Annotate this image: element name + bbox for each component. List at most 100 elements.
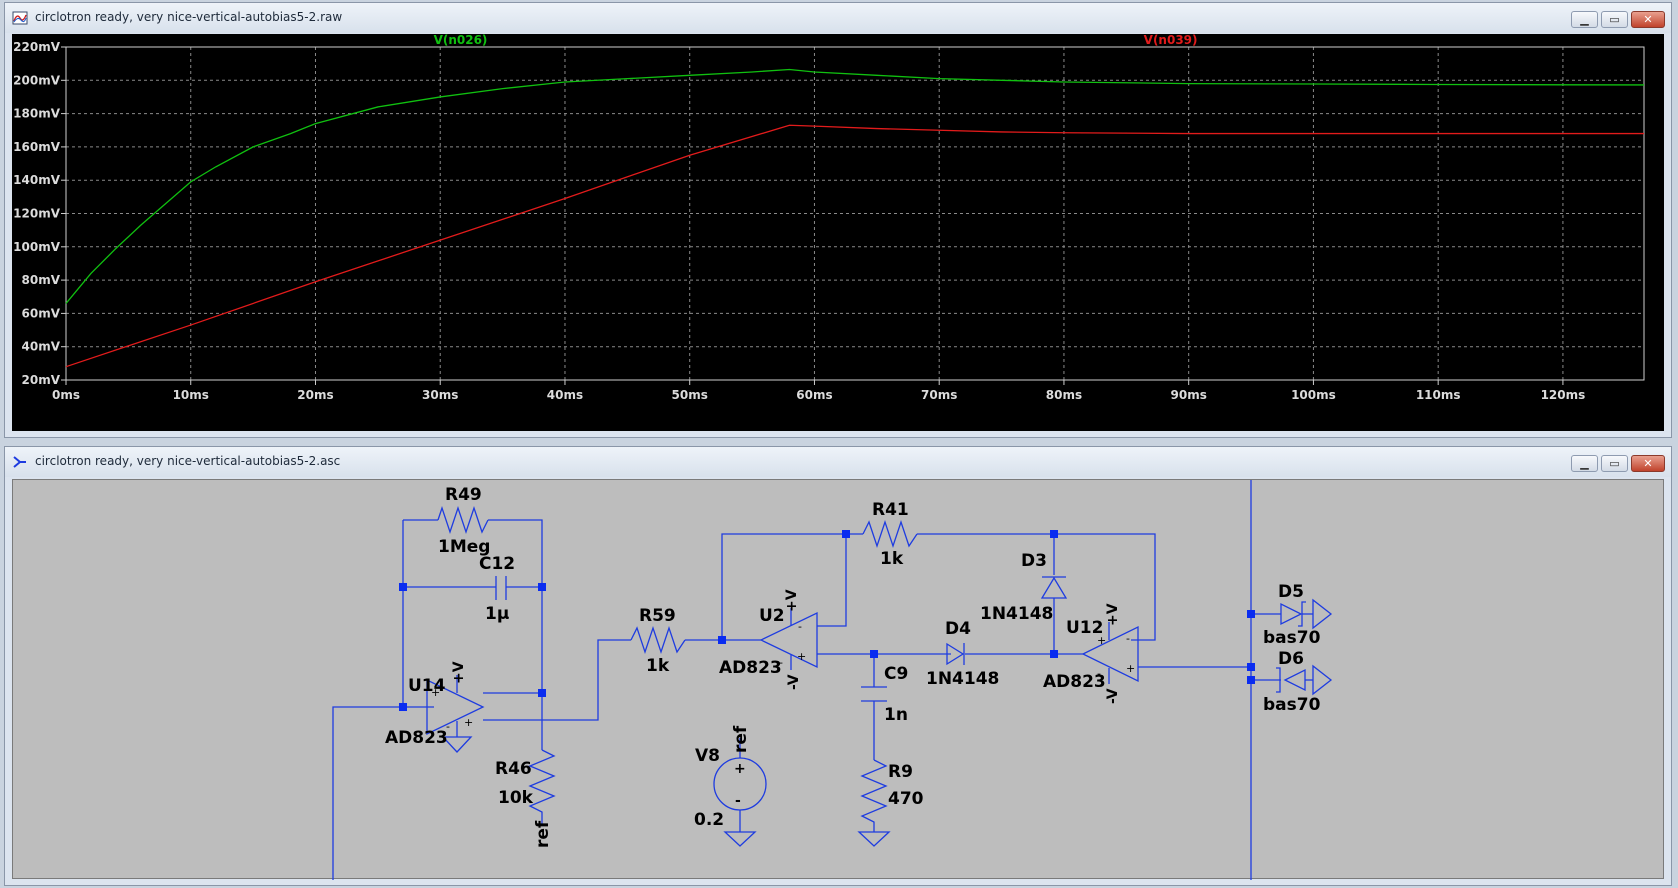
R41-value: 1k [880,549,904,569]
junction [842,530,850,538]
svg-text:+V: +V [1105,603,1121,626]
wire[interactable] [483,639,631,721]
svg-text:-: - [1126,632,1130,645]
diode-D3[interactable]: D3 1N4148 [980,551,1068,624]
close-button[interactable]: ✕ [1631,455,1665,472]
wire[interactable] [488,519,543,693]
waveform-titlebar[interactable]: circlotron ready, very nice-vertical-aut… [5,3,1671,33]
svg-text:-: - [735,793,741,809]
maximize-button[interactable]: ▭ [1601,11,1628,28]
D5-model: bas70 [1263,628,1321,648]
svg-text:-: - [779,656,783,669]
junction [538,689,546,697]
diode-D5[interactable]: D5 bas70 [1263,582,1333,648]
R9-value: 470 [888,789,924,809]
R46-value: 10k [498,788,534,808]
schematic-titlebar[interactable]: circlotron ready, very nice-vertical-aut… [5,447,1671,477]
schematic-drawing[interactable]: R49 1Meg C12 1µ + + - +V U14 AD823 [13,480,1665,880]
resistor-R46[interactable]: R46 10k ref [495,749,556,848]
opamp-U14[interactable]: + + - +V U14 AD823 [385,661,485,753]
y-tick-label: 180mV [13,107,61,121]
D6-label: D6 [1278,649,1304,669]
close-icon: ✕ [1643,13,1653,26]
resistor-R41[interactable]: R41 1k [862,500,918,569]
R41-label: R41 [872,500,909,520]
x-tick-label: 20ms [297,388,333,402]
svg-text:+: + [797,650,806,663]
R49-value: 1Meg [438,537,490,557]
D3-model: 1N4148 [980,604,1053,624]
svg-text:+V: +V [451,661,467,684]
x-tick-label: 40ms [547,388,583,402]
U14-model: AD823 [385,728,448,748]
minimize-button[interactable]: ▁ [1571,455,1598,472]
junction [1247,610,1255,618]
U2-model: AD823 [719,658,782,678]
C9-value: 1n [884,705,908,725]
minimize-icon: ▁ [1580,13,1589,26]
maximize-icon: ▭ [1609,457,1620,470]
junction [399,703,407,711]
wire[interactable] [817,534,847,627]
D4-model: 1N4148 [926,669,999,689]
wire[interactable] [721,533,863,640]
voltage-source-V8[interactable]: + - V8 0.2 ref [694,725,767,847]
wire[interactable] [483,692,543,750]
diode-D4[interactable]: D4 1N4148 [926,619,999,689]
maximize-button[interactable]: ▭ [1601,455,1628,472]
resistor-R59[interactable]: R59 1k [630,606,686,676]
junction [538,583,546,591]
junction [1050,530,1058,538]
minimize-icon: ▁ [1580,457,1589,470]
svg-text:-V: -V [1105,688,1121,704]
U14-label: U14 [408,676,446,696]
junctions [399,530,1255,711]
y-tick-label: 220mV [13,40,61,54]
R46-label: R46 [495,759,532,779]
V8-net-label: ref [731,725,751,753]
svg-text:-: - [446,720,450,733]
D5-label: D5 [1278,582,1304,602]
schematic-canvas[interactable]: R49 1Meg C12 1µ + + - +V U14 AD823 [12,479,1665,880]
x-tick-label: 110ms [1416,388,1461,402]
opamp-U2[interactable]: - + - +V -V U2 AD823 [719,589,818,690]
opamp-U12[interactable]: + - + - +V -V U12 AD823 [1043,603,1139,704]
y-tick-label: 100mV [13,240,61,254]
y-tick-label: 40mV [22,340,61,354]
close-button[interactable]: ✕ [1631,11,1665,28]
svg-text:-: - [1097,667,1101,680]
C12-value: 1µ [485,604,509,624]
plot-frame [65,46,1645,381]
capacitor-C9[interactable]: C9 1n [861,664,908,725]
wire[interactable] [332,520,404,880]
D6-model: bas70 [1263,695,1321,715]
U12-label: U12 [1066,618,1103,638]
wire[interactable] [917,533,1156,641]
resistor-R9[interactable]: R9 470 [857,759,924,847]
y-tick-label: 20mV [22,373,61,387]
trace-line [65,124,1644,368]
svg-text:+: + [1097,634,1106,647]
resistor-R49[interactable]: R49 1Meg [437,485,490,557]
capacitor-C12[interactable]: C12 1µ [479,554,515,624]
y-tick-label: 80mV [22,273,61,287]
D4-label: D4 [945,619,971,639]
waveform-window-title: circlotron ready, very nice-vertical-aut… [35,10,343,24]
maximize-icon: ▭ [1609,13,1620,26]
x-tick-label: 10ms [173,388,209,402]
svg-text:+: + [431,686,440,699]
U12-model: AD823 [1043,672,1106,692]
x-tick-label: 30ms [422,388,458,402]
y-tick-label: 120mV [13,207,61,221]
C9-label: C9 [884,664,908,684]
trace-label: V(n026) [434,34,488,47]
svg-text:+V: +V [784,589,800,612]
junction [1050,650,1058,658]
schematic-window-title: circlotron ready, very nice-vertical-aut… [35,454,341,468]
y-tick-label: 160mV [13,140,61,154]
minimize-button[interactable]: ▁ [1571,11,1598,28]
diode-D6[interactable]: D6 bas70 [1263,649,1333,715]
y-tick-label: 60mV [22,306,61,320]
